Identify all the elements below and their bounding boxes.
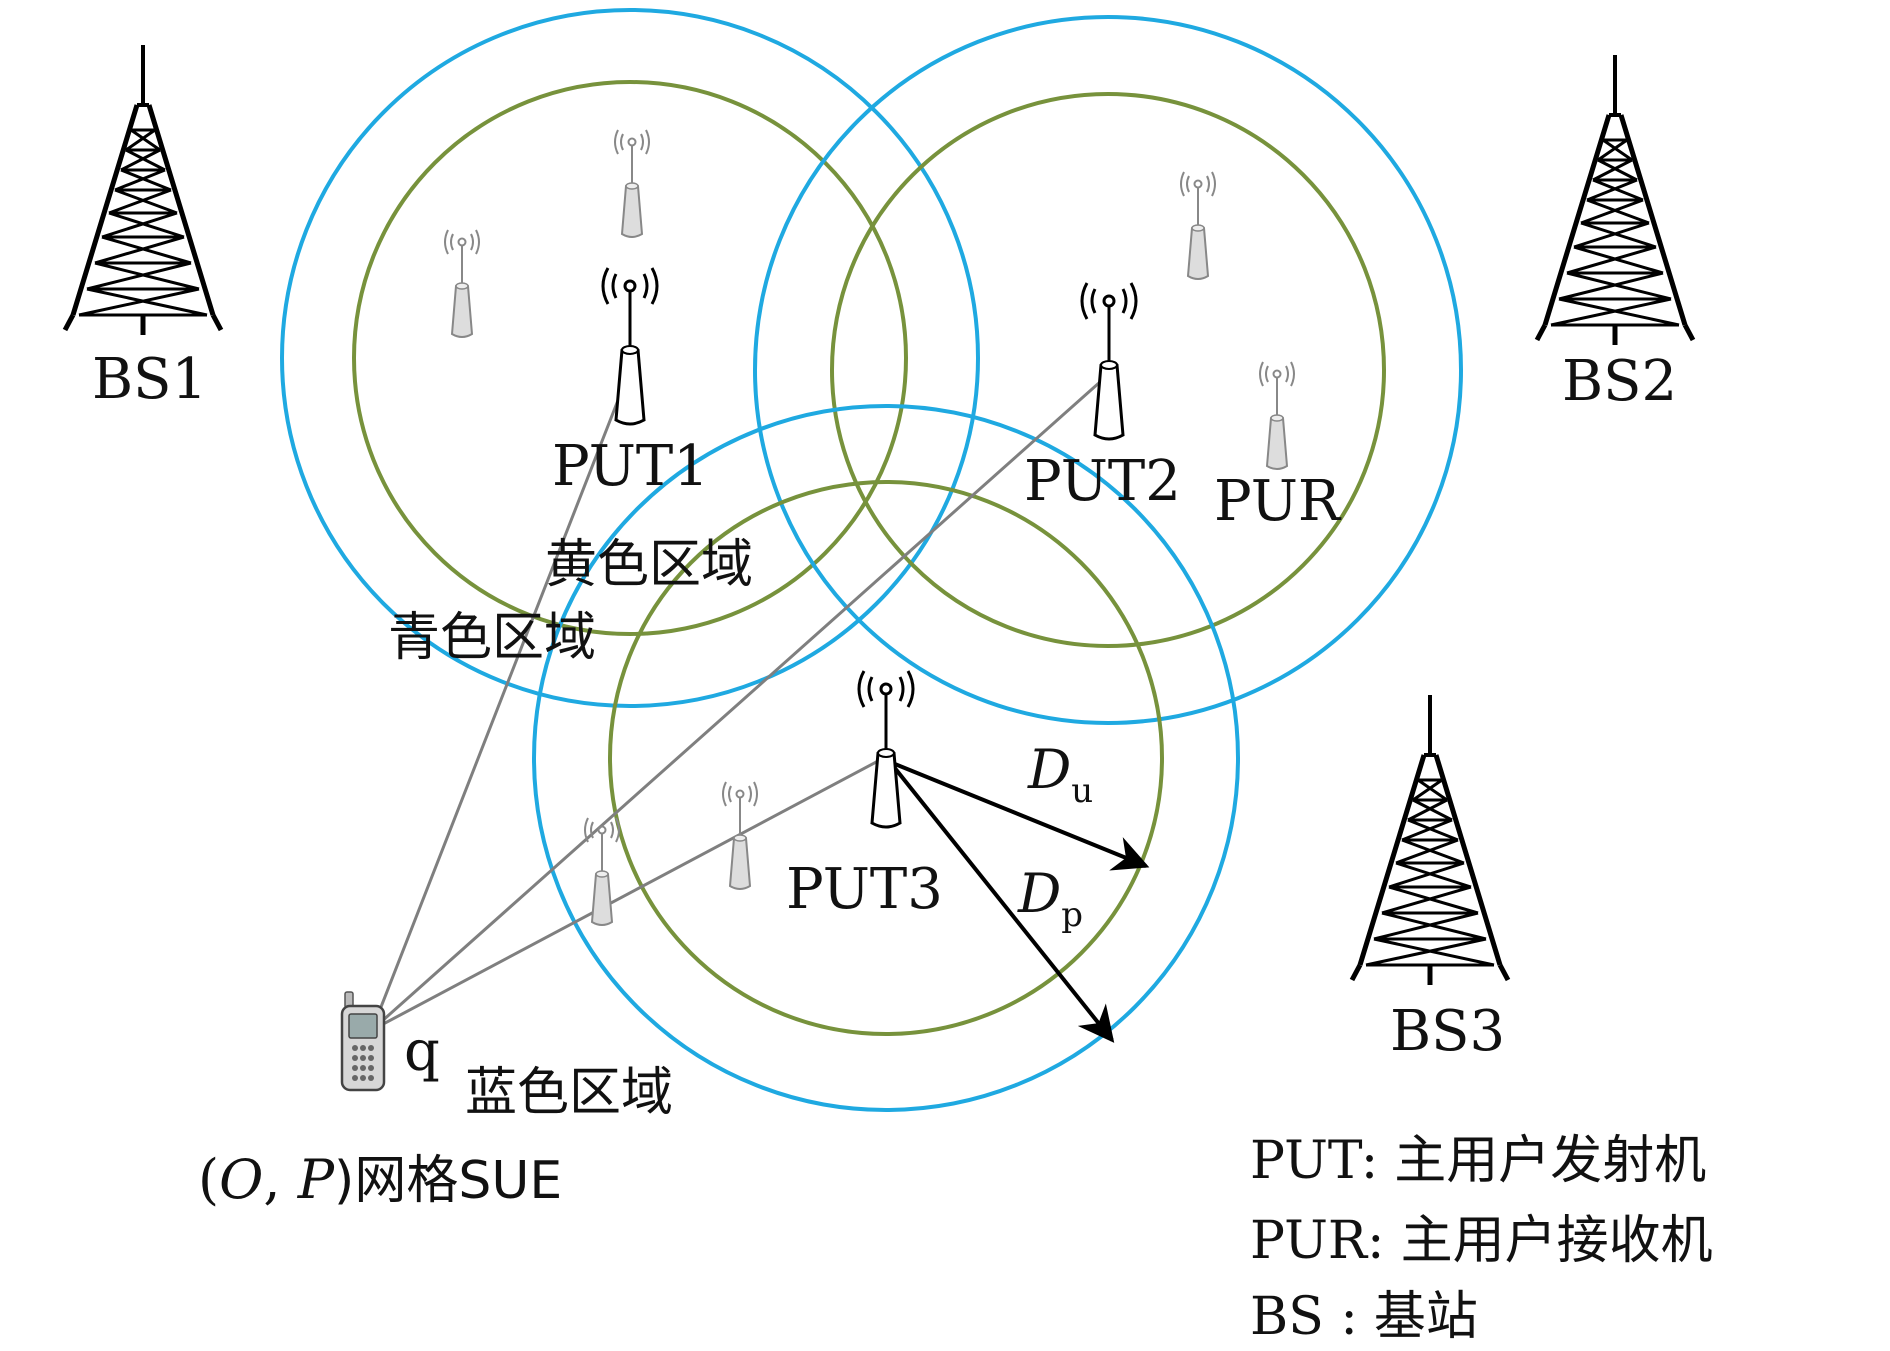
bs2-tower-icon — [1537, 55, 1693, 345]
inner-ring-put3 — [608, 480, 1164, 1036]
sue-grid-label: (O, P)网格SUE — [198, 1148, 562, 1211]
put2-antenna-icon — [1080, 281, 1138, 441]
yellow-region-label: 黄色区域 — [545, 535, 753, 595]
gray-antenna-icon — [1180, 171, 1216, 280]
link-sue-put2 — [371, 380, 1101, 1032]
bs1-tower-icon — [65, 45, 221, 335]
link-sue-put1 — [370, 389, 624, 1031]
dp-label: Dp — [1017, 862, 1083, 935]
outer-ring-put2 — [753, 15, 1463, 725]
distance-arrows — [888, 760, 1150, 1043]
pur-antenna-icon — [1259, 361, 1295, 470]
legend-put: PUT:主用户发射机 — [1250, 1131, 1706, 1191]
gray-antenna-icon — [444, 229, 480, 338]
gray-antenna-icon — [722, 781, 758, 890]
link-sue-put3 — [371, 758, 881, 1032]
put3-label: PUT3 — [786, 857, 943, 922]
inner-ring-put1 — [352, 80, 908, 636]
arrow-dp — [888, 760, 1115, 1043]
bs1-label: BS1 — [92, 347, 207, 412]
cyan-region-label: 青色区域 — [388, 608, 596, 668]
legend-bs: BS :基站 — [1250, 1287, 1478, 1347]
inner-ring-put2 — [830, 92, 1386, 648]
sue-q-label: q — [404, 1019, 440, 1084]
bs3-tower-icon — [1352, 695, 1508, 985]
bs2-label: BS2 — [1562, 349, 1677, 414]
put3-antenna-icon — [857, 669, 915, 829]
du-label: Du — [1027, 738, 1093, 811]
outer-ring-put3 — [532, 404, 1240, 1112]
put2-label: PUT2 — [1024, 449, 1181, 514]
legend-pur: PUR:主用户接收机 — [1250, 1211, 1713, 1271]
put1-label: PUT1 — [552, 434, 709, 499]
pur-label: PUR — [1214, 469, 1342, 534]
blue-region-label: 蓝色区域 — [465, 1063, 673, 1123]
put1-antenna-icon — [601, 266, 659, 426]
sue-links — [370, 380, 1101, 1032]
outer-ring-put1 — [280, 8, 980, 708]
coverage-rings — [280, 8, 1463, 1112]
gray-antenna-icon — [614, 129, 650, 238]
phone-icon — [340, 991, 386, 1092]
arrow-du — [889, 760, 1150, 871]
bs3-label: BS3 — [1390, 999, 1505, 1064]
legend: PUT:主用户发射机 PUR:主用户接收机 BS :基站 — [1250, 1131, 1713, 1347]
